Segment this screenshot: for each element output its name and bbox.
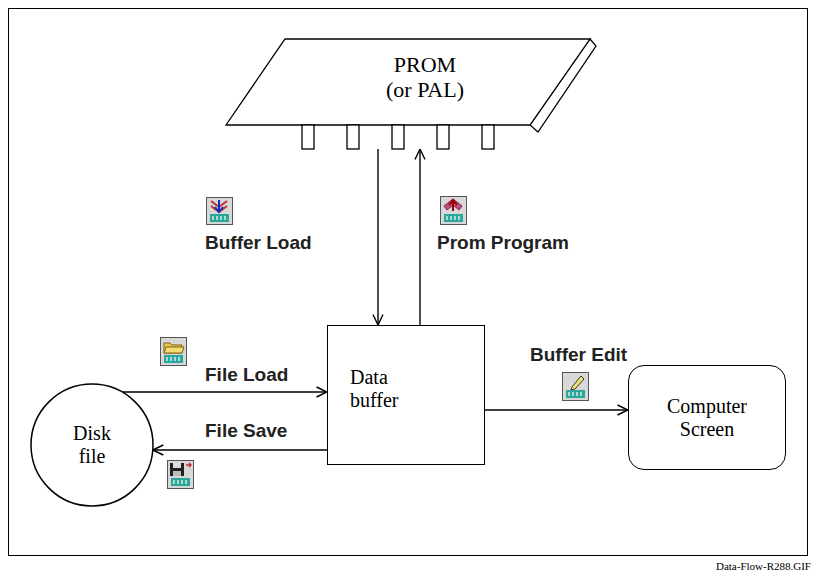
data-buffer-box: Data buffer <box>327 325 485 465</box>
computer-screen-box: Computer Screen <box>628 365 786 470</box>
disk-circle <box>31 384 153 506</box>
flow-arrow <box>122 391 327 392</box>
file-load-icon <box>161 338 187 366</box>
chip-pin <box>347 125 359 149</box>
chip-top <box>226 39 590 125</box>
buffer-load-icon <box>207 198 233 225</box>
node-label: PROM (or PAL) <box>381 52 469 103</box>
prom-program-icon <box>441 197 467 225</box>
edge-label: File Save <box>205 420 287 442</box>
chip-pin <box>482 125 494 149</box>
prom-chip: PROM (or PAL) <box>225 38 597 150</box>
chip-pin <box>392 125 404 149</box>
buffer-edit-icon <box>563 373 589 401</box>
flow-arrow <box>485 409 628 410</box>
node-label: Data buffer <box>350 366 412 412</box>
edge-label: Buffer Load <box>205 232 312 254</box>
node-label: Disk file <box>66 422 118 468</box>
disk-file-circle: Disk file <box>30 383 154 507</box>
edge-label: Buffer Edit <box>530 344 627 366</box>
file-caption: Data-Flow-R288.GIF <box>716 560 811 572</box>
chip-pin <box>302 125 314 149</box>
flow-arrow <box>419 149 420 325</box>
chip-pin <box>437 125 449 149</box>
edge-label: Prom Program <box>437 232 569 254</box>
edge-label: File Load <box>205 364 288 386</box>
flow-arrow <box>153 449 327 450</box>
node-label: Computer Screen <box>655 395 759 441</box>
flow-arrow <box>377 149 378 325</box>
file-save-icon <box>168 461 194 489</box>
